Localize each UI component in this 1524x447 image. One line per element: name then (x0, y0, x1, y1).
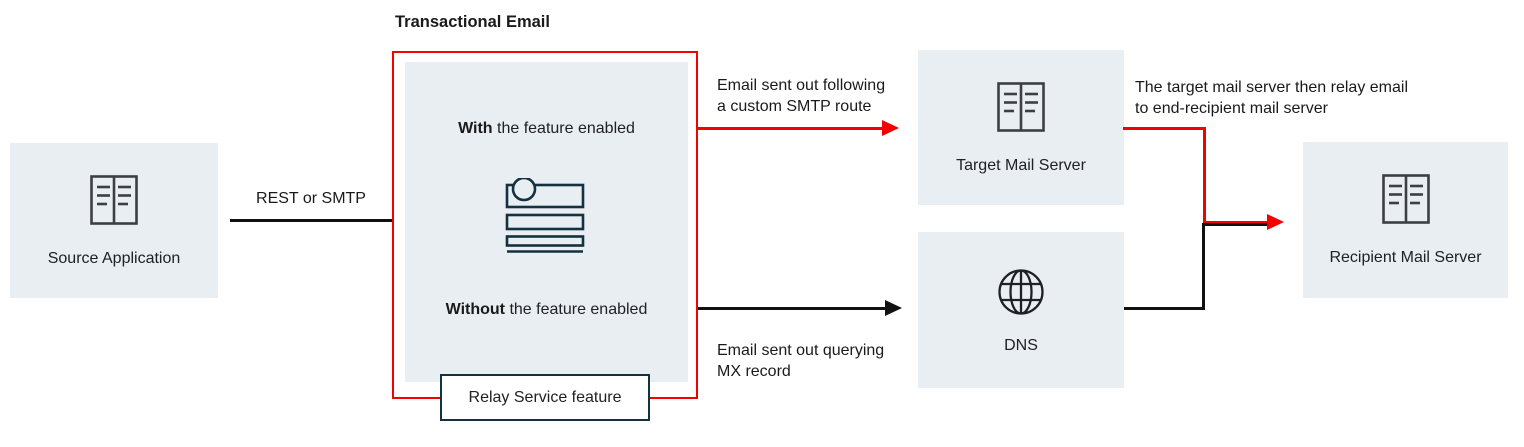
edge-relay-to-recipient-line (1203, 220, 1269, 223)
edge-label-custom-route: Email sent out following a custom SMTP r… (717, 77, 886, 116)
without-feature-label: Without the feature enabled (445, 301, 648, 318)
node-target-mail-server: Target Mail Server (918, 50, 1124, 205)
node-source-application: Source Application (10, 143, 218, 298)
edge-custom-route-line (698, 127, 884, 130)
with-feature-label: With the feature enabled (458, 120, 635, 137)
server-icon (1381, 174, 1430, 224)
node-dns: DNS (918, 232, 1124, 388)
node-label: Source Application (47, 249, 181, 267)
node-label: Recipient Mail Server (1329, 249, 1482, 266)
edge-mx-query-line (698, 307, 886, 310)
globe-icon (998, 268, 1044, 315)
relay-feature-panel (405, 62, 688, 382)
diagram-title: Transactional Email (395, 13, 550, 31)
edge-target-relay-vertical (1203, 127, 1206, 223)
relay-service-badge: Relay Service feature (440, 374, 650, 421)
relay-feature-icon (505, 178, 585, 253)
edge-label-mx-query: Email sent out querying MX record (717, 342, 885, 381)
edge-relay-to-recipient-arrowhead (1267, 214, 1284, 230)
edge-custom-route-arrowhead (882, 120, 899, 136)
node-label: Target Mail Server (956, 156, 1086, 174)
edge-label-rest-smtp: REST or SMTP (256, 190, 366, 207)
edge-rest-smtp-line (230, 219, 392, 222)
server-icon (997, 81, 1045, 132)
relay-service-badge-label: Relay Service feature (468, 388, 622, 406)
node-recipient-mail-server: Recipient Mail Server (1303, 142, 1508, 298)
edge-mx-query-arrowhead (885, 300, 902, 316)
edge-label-relay-note: The target mail server then relay email … (1135, 79, 1408, 118)
edge-dns-to-join-vertical (1202, 223, 1205, 310)
edge-dns-to-join-line (1124, 307, 1205, 310)
edge-target-relay-line (1123, 127, 1205, 130)
server-icon (90, 174, 138, 225)
edge-join-underlay-line (1202, 223, 1268, 226)
node-label: DNS (1004, 336, 1038, 354)
